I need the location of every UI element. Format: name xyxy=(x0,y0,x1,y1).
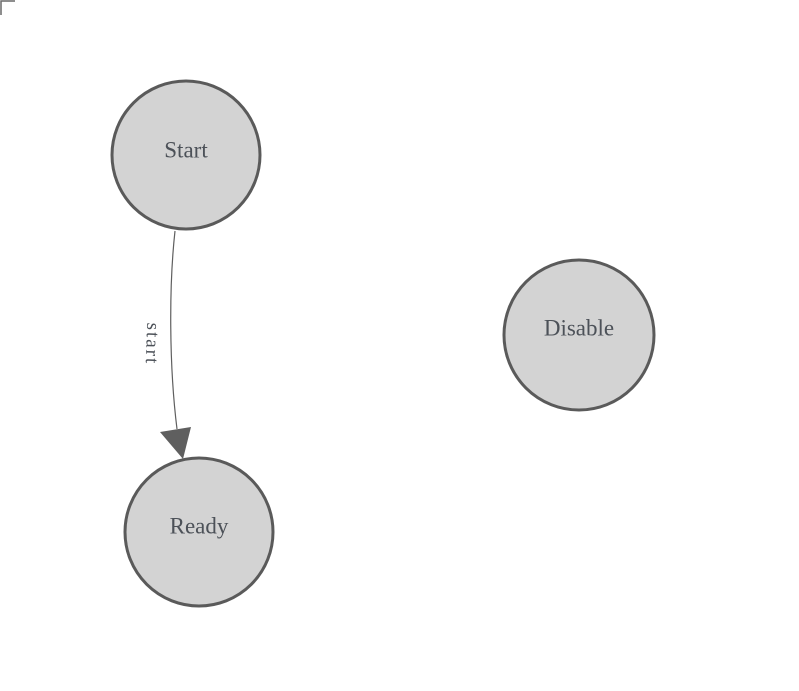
edge-arrowhead-icon xyxy=(160,427,191,459)
edge-label[interactable]: start xyxy=(141,322,163,365)
state-node-ready: Ready xyxy=(123,456,275,608)
transition-edge-start-to-ready: start xyxy=(141,230,191,459)
node-label: Disable xyxy=(544,316,614,341)
node-circle-disable[interactable] xyxy=(502,258,656,412)
canvas-origin-corner-icon xyxy=(0,0,15,15)
node-circle-start[interactable] xyxy=(110,79,262,231)
node-circle-ready[interactable] xyxy=(123,456,275,608)
node-label: Ready xyxy=(170,514,229,539)
node-label: Start xyxy=(164,138,208,163)
state-node-disable: Disable xyxy=(502,258,656,412)
edges-layer: start xyxy=(141,230,191,459)
state-node-start: Start xyxy=(110,79,262,231)
edge-line[interactable] xyxy=(170,230,178,430)
